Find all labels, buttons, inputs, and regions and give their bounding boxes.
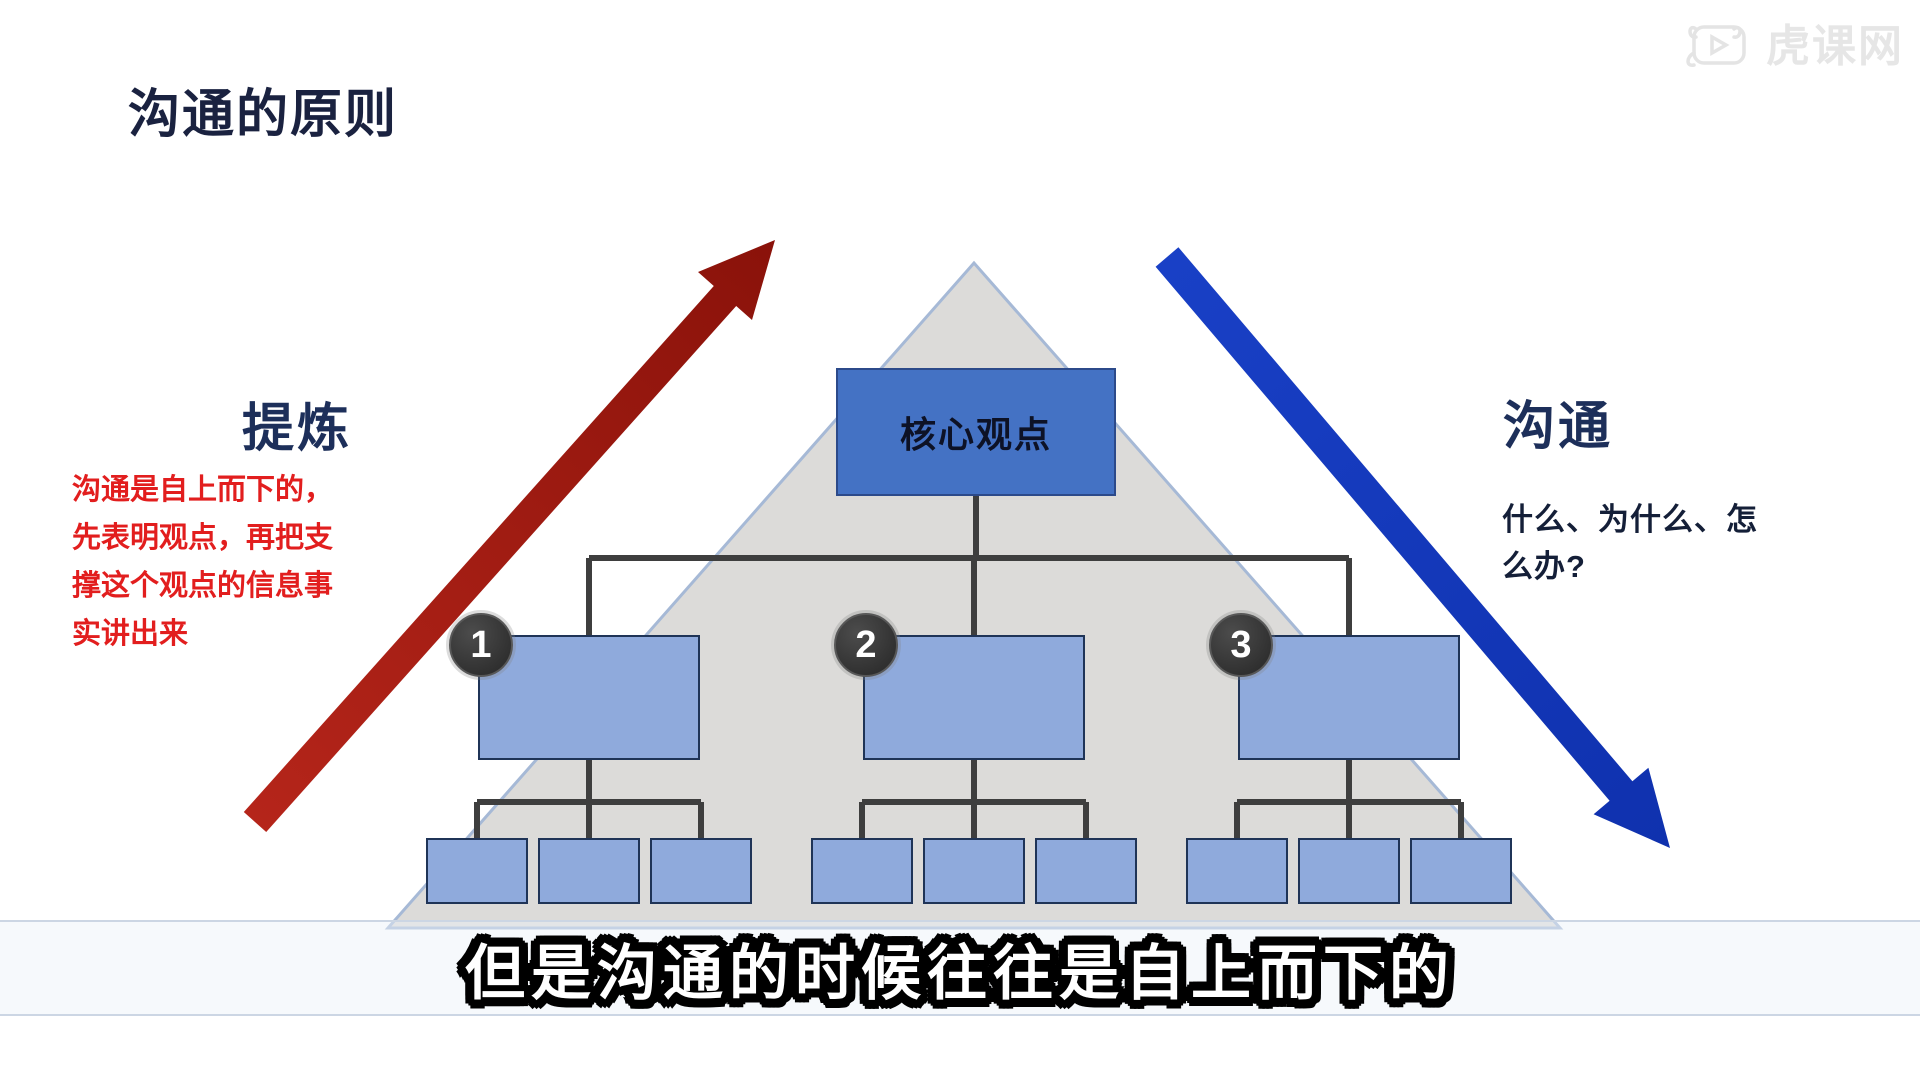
watermark: 虎课网 [1684, 10, 1904, 74]
level2-box-1 [478, 635, 700, 760]
left-annotation-line: 先表明观点，再把支 [72, 522, 334, 554]
core-point-label: 核心观点 [899, 414, 1052, 455]
level3-box [538, 838, 640, 904]
right-annotation-line: 么办? [1502, 549, 1586, 584]
page-title: 沟通的原则 [128, 86, 399, 144]
refine-label: 提炼 [242, 400, 353, 458]
level2-box-3 [1238, 635, 1460, 760]
level3-box [1186, 838, 1288, 904]
right-annotation-line: 什么、为什么、怎 [1502, 502, 1758, 537]
communicate-label: 沟通 [1503, 398, 1614, 456]
number-badge-3: 3 [1209, 613, 1273, 677]
level3-box [811, 838, 913, 904]
connector-group3-tree [1234, 760, 1464, 840]
level2-box-2 [863, 635, 1085, 760]
subtitle-text: 但是沟通的时候往往是自上而下的 [465, 939, 1455, 1007]
connector-group1-tree [474, 760, 704, 840]
connector-top-tree [586, 496, 1352, 637]
level3-box [426, 838, 528, 904]
tv-cat-logo-icon [1686, 25, 1746, 67]
communicate-down-arrow [1155, 247, 1670, 849]
level3-box [1298, 838, 1400, 904]
number-badge-1: 1 [449, 613, 513, 677]
left-annotation: 沟通是自上而下的， 先表明观点，再把支 撑这个观点的信息事 实讲出来 [72, 466, 333, 658]
watermark-text: 虎课网 [1766, 22, 1904, 71]
level3-box [923, 838, 1025, 904]
left-annotation-line: 沟通是自上而下的， [72, 474, 334, 506]
right-annotation: 什么、为什么、怎 么办? [1502, 496, 1758, 590]
core-point-box: 核心观点 [836, 368, 1116, 496]
number-badge-2: 2 [834, 613, 898, 677]
level3-box [1410, 838, 1512, 904]
level3-box [650, 838, 752, 904]
refine-up-arrow [243, 240, 776, 832]
left-annotation-line: 撑这个观点的信息事 [72, 570, 334, 602]
connector-group2-tree [859, 760, 1089, 840]
left-annotation-line: 实讲出来 [72, 618, 189, 650]
subtitle-band: 但是沟通的时候往往是自上而下的 [0, 920, 1920, 1016]
level3-box [1035, 838, 1137, 904]
